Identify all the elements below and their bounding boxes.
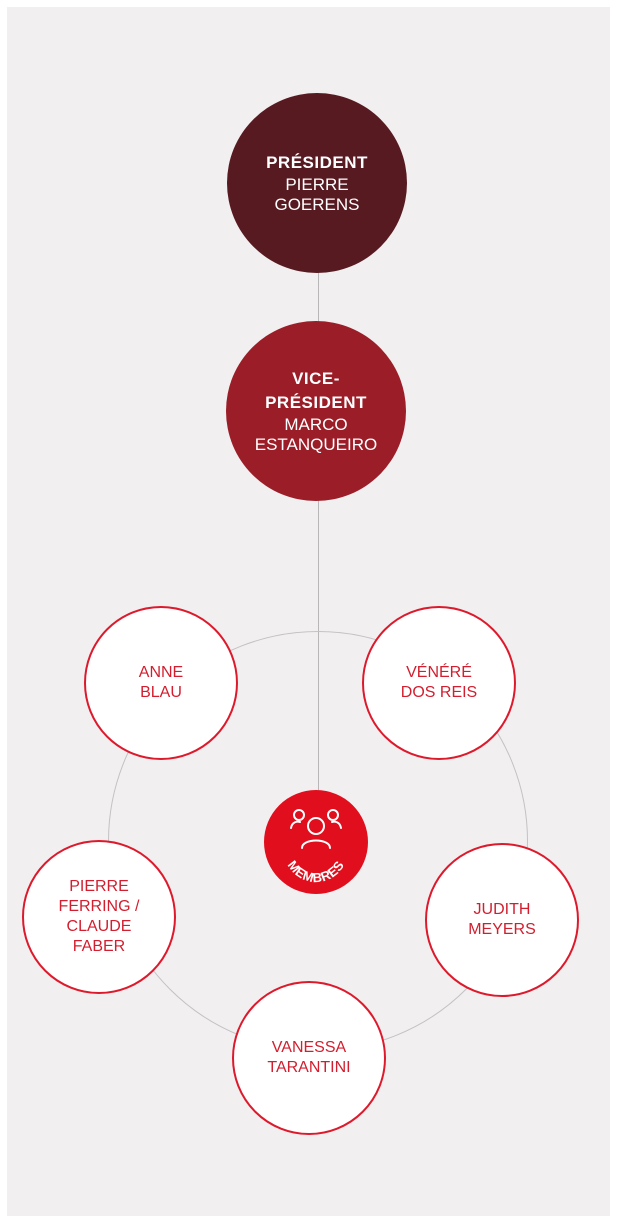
member-name-line: VANESSA (271, 1039, 347, 1056)
member-circle: VANESSA TARANTINI (232, 981, 386, 1135)
members-hub: MEMBRES (264, 790, 368, 894)
member-name-line: DOS REIS (400, 684, 478, 701)
connector-vice-members (318, 422, 319, 802)
member-name-line: JUDITH (473, 901, 531, 918)
connector-president-vice (318, 225, 319, 328)
vice-president-name-line: ESTANQUEIRO (254, 435, 378, 454)
svg-text:MEMBRES: MEMBRES (285, 858, 347, 886)
vice-president-circle: VICE- PRÉSIDENT MARCO ESTANQUEIRO (226, 321, 406, 501)
vice-president-role-line: VICE- (292, 369, 340, 388)
member-name-line: ANNE (138, 664, 184, 681)
president-name-line: PIERRE (285, 175, 349, 194)
president-name-line: GOERENS (274, 195, 360, 214)
member-circle: VÉNÉRÉ DOS REIS (362, 606, 516, 760)
vice-president-role-line: PRÉSIDENT (265, 393, 367, 412)
member-name-line: PIERRE (69, 878, 129, 895)
people-icon: MEMBRES (285, 809, 347, 886)
member-name-line: VÉNÉRÉ (406, 664, 472, 681)
president-circle: PRÉSIDENT PIERRE GOERENS (227, 93, 407, 273)
member-name-line: TARANTINI (267, 1059, 351, 1076)
member-circle: JUDITH MEYERS (425, 843, 579, 997)
members-hub-label: MEMBRES (285, 858, 347, 886)
member-circle: PIERRE FERRING / CLAUDE FABER (22, 840, 176, 994)
president-role: PRÉSIDENT (266, 153, 368, 172)
member-name-line: FABER (72, 938, 126, 955)
member-name-line: CLAUDE (66, 918, 132, 935)
member-name-line: BLAU (140, 684, 182, 701)
vice-president-name-line: MARCO (284, 415, 348, 434)
member-name-line: MEYERS (468, 921, 536, 938)
member-name-line: FERRING / (58, 898, 140, 915)
member-circle: ANNE BLAU (84, 606, 238, 760)
